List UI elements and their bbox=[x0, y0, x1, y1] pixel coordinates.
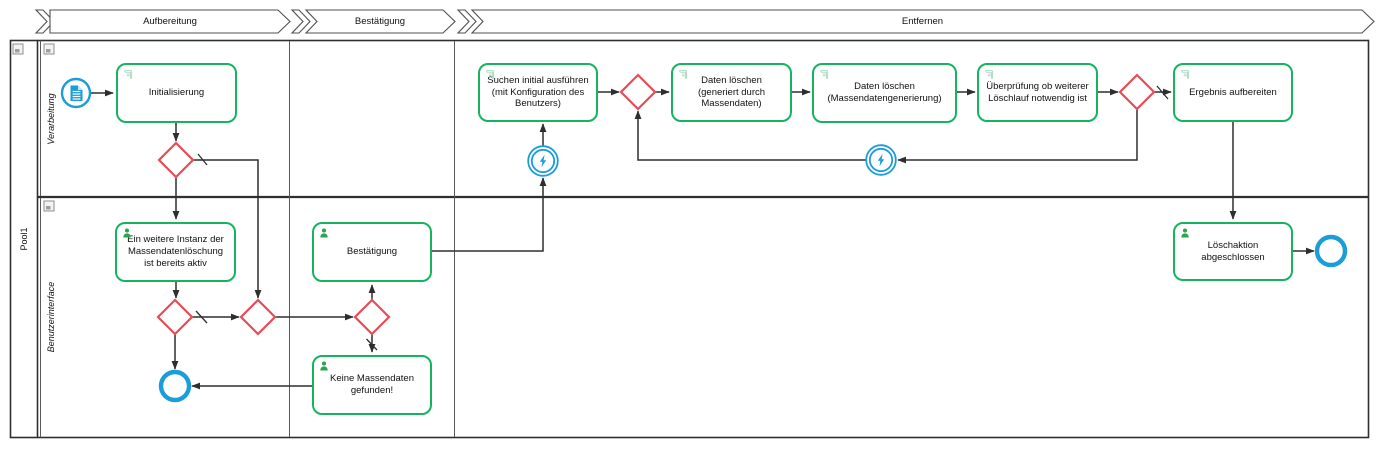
task-label: Ein weitere Instanz der Massendatenlösch… bbox=[127, 234, 224, 269]
exclusive-gateway-4[interactable] bbox=[156, 298, 194, 336]
exclusive-gateway-5[interactable] bbox=[239, 298, 277, 336]
pool-label: Pool1 bbox=[19, 227, 29, 251]
milestone-label-aufbereitung: Aufbereitung bbox=[143, 16, 197, 27]
task-bestaetigung[interactable]: Bestätigung bbox=[312, 222, 432, 282]
task-ueberpruefung[interactable]: Überprüfung ob weiterer Löschlauf notwen… bbox=[977, 63, 1098, 122]
default-flow-slash-icon bbox=[366, 338, 378, 351]
user-icon bbox=[121, 227, 133, 239]
collapse-marker-icon[interactable] bbox=[43, 43, 55, 55]
gateways bbox=[156, 73, 1156, 336]
task-loeschaktion-abgeschlossen[interactable]: Löschaktion abgeschlossen bbox=[1173, 222, 1293, 281]
user-icon bbox=[1179, 227, 1191, 239]
task-label: Initialisierung bbox=[148, 87, 205, 99]
task-label: Daten löschen (Massendatengenerierung) bbox=[827, 81, 942, 104]
exclusive-gateway-3[interactable] bbox=[1118, 73, 1156, 111]
script-icon bbox=[1179, 68, 1191, 80]
task-instanz-aktiv[interactable]: Ein weitere Instanz der Massendatenlösch… bbox=[115, 222, 236, 282]
task-keine-massendaten[interactable]: Keine Massendaten gefunden! bbox=[312, 355, 432, 415]
milestone-label-entfernen: Entfernen bbox=[901, 16, 944, 27]
script-icon bbox=[484, 68, 496, 80]
user-icon bbox=[318, 360, 330, 372]
milestone-band-aufbereitung[interactable] bbox=[49, 9, 291, 34]
default-flow-slash-icon bbox=[195, 310, 208, 324]
collapse-marker-icon[interactable] bbox=[12, 43, 24, 55]
intermediate-event-1[interactable] bbox=[527, 145, 559, 177]
task-daten-loeschen-massendaten[interactable]: Daten löschen (generiert durch Massendat… bbox=[671, 63, 792, 122]
lane-label-verarbeitung: Verarbeitung bbox=[46, 93, 56, 145]
collapse-marker-icon[interactable] bbox=[43, 200, 55, 212]
flow-gateway1-to-gateway5-default[interactable] bbox=[193, 159, 262, 299]
end-event-1[interactable] bbox=[158, 369, 192, 403]
document-icon bbox=[70, 85, 83, 101]
start-event[interactable] bbox=[60, 77, 92, 109]
lane-label-benutzerinterface: Benutzerinterface bbox=[46, 281, 56, 353]
task-label: Suchen initial ausführen (mit Konfigurat… bbox=[487, 74, 589, 110]
end-event-2[interactable] bbox=[1314, 234, 1348, 268]
exclusive-gateway-1[interactable] bbox=[157, 141, 195, 179]
bolt-icon bbox=[877, 153, 885, 167]
script-icon bbox=[677, 68, 689, 80]
intermediate-event-2[interactable] bbox=[865, 144, 897, 176]
flow-bestaetigung-to-event1[interactable] bbox=[432, 177, 547, 252]
chevron-stripe-icon bbox=[290, 9, 311, 34]
flow-gateway3-to-event2-loop[interactable] bbox=[897, 109, 1138, 164]
milestone-label-bestaetigung: Bestätigung bbox=[354, 16, 406, 27]
user-icon bbox=[318, 227, 330, 239]
milestone-bands bbox=[34, 9, 1375, 34]
pool-frame bbox=[9, 39, 1370, 439]
exclusive-gateway-2[interactable] bbox=[619, 73, 657, 111]
task-label: Keine Massendaten gefunden! bbox=[330, 373, 414, 396]
chevron-stripe-icon bbox=[456, 9, 477, 34]
sequence-flows bbox=[90, 85, 1315, 390]
pool-border[interactable] bbox=[9, 39, 1370, 439]
task-label: Ergebnis aufbereiten bbox=[1189, 86, 1277, 98]
events bbox=[60, 77, 1348, 403]
task-label: Löschaktion abgeschlossen bbox=[1201, 239, 1265, 263]
task-label: Überprüfung ob weiterer Löschlauf notwen… bbox=[986, 80, 1089, 104]
flow-event2-to-gateway2[interactable] bbox=[634, 110, 866, 161]
milestone-band-bestaetigung[interactable] bbox=[304, 9, 456, 34]
task-ergebnis-aufbereiten[interactable]: Ergebnis aufbereiten bbox=[1173, 63, 1293, 122]
task-daten-loeschen-generierung[interactable]: Daten löschen (Massendatengenerierung) bbox=[812, 63, 957, 123]
exclusive-gateway-6[interactable] bbox=[353, 298, 391, 336]
milestone-band-entfernen[interactable] bbox=[470, 9, 1375, 34]
default-flow-slash-icon bbox=[197, 153, 208, 166]
task-suchen-initial[interactable]: Suchen initial ausführen (mit Konfigurat… bbox=[478, 63, 598, 122]
task-initialisierung[interactable]: Initialisierung bbox=[116, 63, 237, 123]
script-icon bbox=[122, 68, 134, 80]
task-label: Bestätigung bbox=[346, 246, 398, 258]
script-icon bbox=[818, 68, 830, 80]
default-flow-slash-icon bbox=[1156, 85, 1169, 100]
bolt-icon bbox=[539, 154, 547, 168]
task-label: Daten löschen (generiert durch Massendat… bbox=[697, 74, 766, 110]
script-icon bbox=[983, 68, 995, 80]
